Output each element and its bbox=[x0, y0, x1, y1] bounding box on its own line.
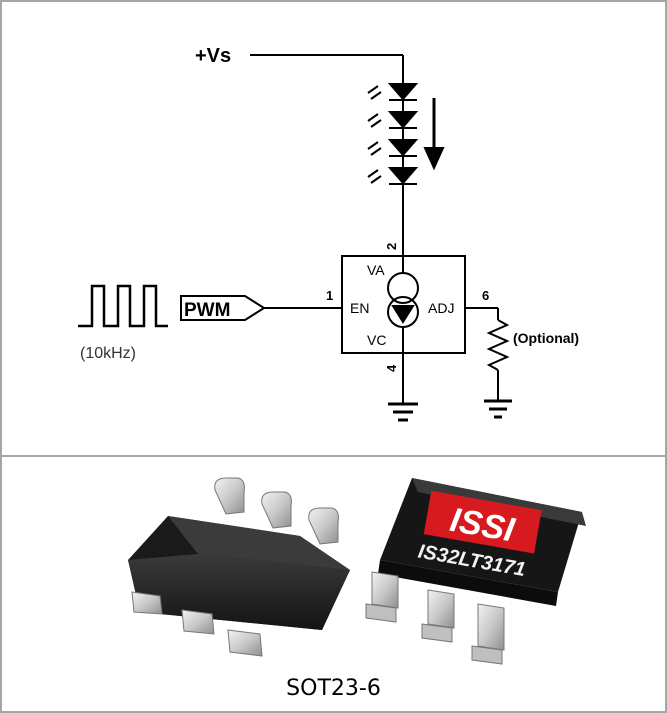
resistor-icon bbox=[486, 319, 510, 371]
schematic-diagram bbox=[78, 54, 512, 422]
led-string bbox=[367, 83, 419, 185]
led-4 bbox=[367, 167, 419, 185]
package-caption: SOT23-6 bbox=[286, 676, 381, 701]
pwm-label: PWM bbox=[184, 300, 230, 321]
ground-icon bbox=[484, 399, 512, 419]
pin-number-va: 2 bbox=[384, 243, 399, 250]
led-2 bbox=[367, 111, 419, 140]
current-direction-arrow-icon bbox=[423, 98, 445, 171]
pwm-input-box bbox=[180, 295, 266, 321]
led-1 bbox=[367, 83, 419, 112]
supply-label: +Vs bbox=[195, 45, 231, 67]
chip-bottom-view bbox=[128, 477, 350, 657]
pin-label-vc: VC bbox=[367, 332, 386, 348]
pin-number-en: 1 bbox=[326, 288, 333, 303]
square-wave-icon bbox=[78, 284, 168, 328]
pin-number-vc: 4 bbox=[384, 364, 399, 372]
issi-logo-icon bbox=[423, 490, 542, 554]
pin-number-adj: 6 bbox=[482, 288, 489, 303]
frequency-label: (10kHz) bbox=[80, 345, 136, 362]
package-photo: ISSI IS32LT3171 bbox=[128, 477, 586, 665]
pin-label-va: VA bbox=[367, 262, 385, 278]
ground-icon bbox=[388, 402, 418, 422]
current-source-icon bbox=[387, 256, 419, 353]
chip-top-view: ISSI IS32LT3171 bbox=[365, 478, 586, 665]
led-3 bbox=[367, 139, 419, 168]
pin-label-en: EN bbox=[350, 300, 369, 316]
resistor-note: (Optional) bbox=[513, 330, 579, 346]
pin-label-adj: ADJ bbox=[428, 300, 454, 316]
